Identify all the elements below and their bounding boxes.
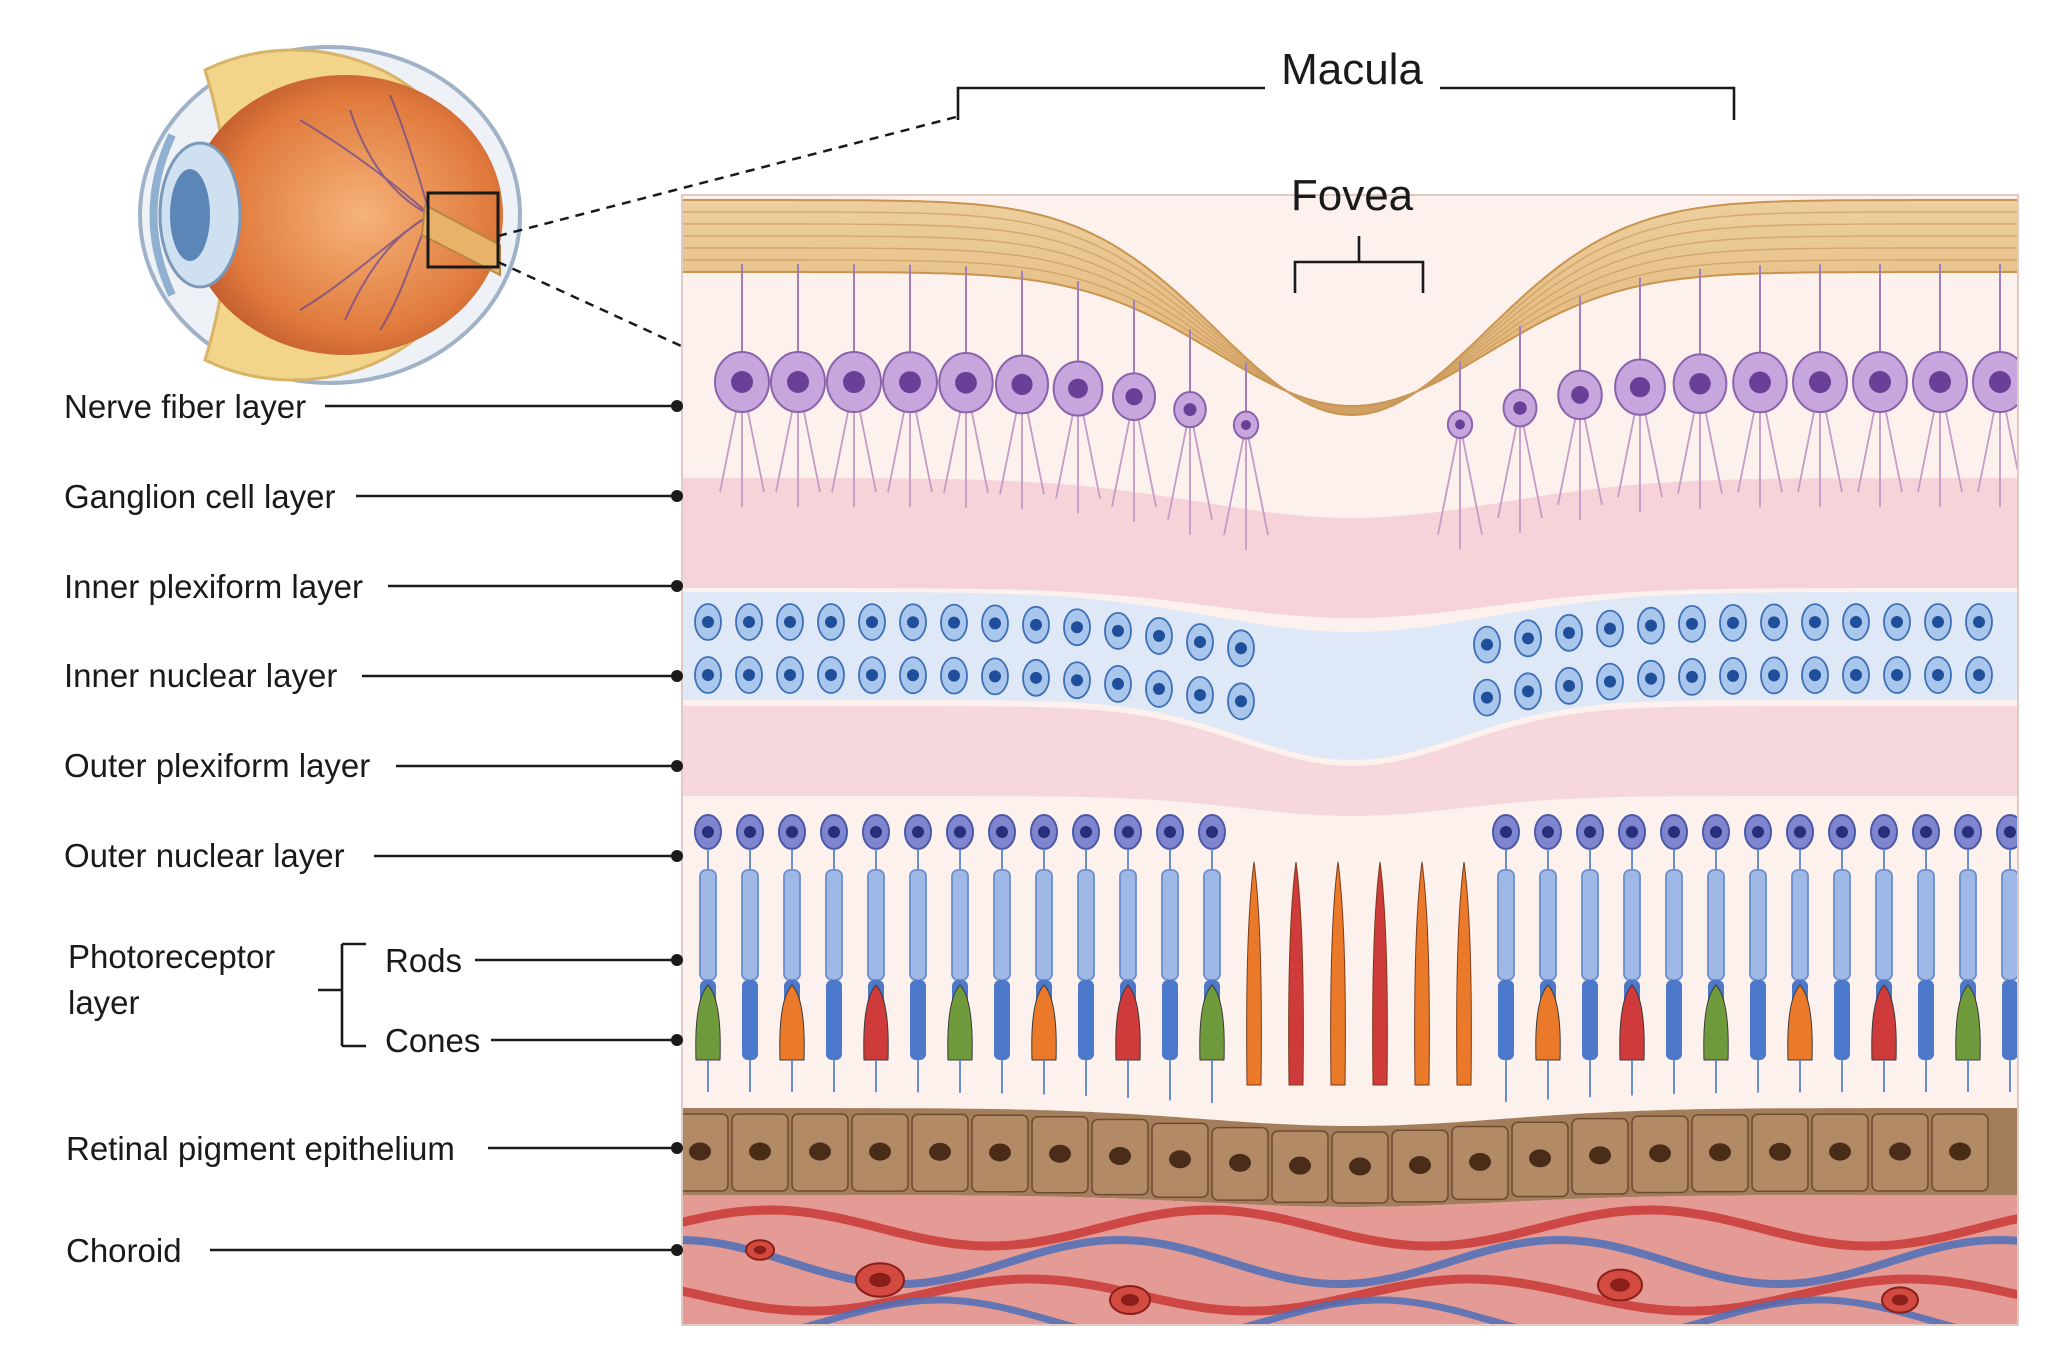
cone-cell <box>1619 984 1645 1061</box>
rod-cell <box>1917 869 1935 981</box>
rod-cell <box>783 869 801 981</box>
foveal-cone <box>1246 861 1262 1086</box>
nerve-fiber-band <box>682 199 2018 417</box>
cone-cell <box>1199 984 1225 1061</box>
fovea-bracket: Fovea <box>1291 171 1425 293</box>
rods-label: Rods <box>385 942 462 979</box>
choroid-artery <box>682 1205 2018 1251</box>
fovea-heading: Fovea <box>1291 171 1414 220</box>
rod-cell <box>1707 869 1725 981</box>
rod-cell <box>993 869 1011 981</box>
rod-cell <box>741 869 759 981</box>
cone-cell <box>1955 984 1981 1061</box>
rod-cell <box>867 869 885 981</box>
rod-cell <box>825 869 843 981</box>
foveal-cone <box>1414 861 1430 1086</box>
rod-cell <box>951 869 969 981</box>
layer-labels: Nerve fiber layer Ganglion cell layer In… <box>64 388 683 1269</box>
inner-plexiform-layer-label: Inner plexiform layer <box>64 568 363 605</box>
cone-cell <box>1787 984 1813 1061</box>
rod-cell <box>1623 869 1641 981</box>
cone-cell <box>779 984 805 1061</box>
rod-cell <box>1791 869 1809 981</box>
ganglion-cell-layer-label: Ganglion cell layer <box>64 478 335 515</box>
eyeball-illustration <box>138 45 961 385</box>
rod-cell <box>909 869 927 981</box>
rod-cell <box>1119 869 1137 981</box>
nerve-fiber-layer-label: Nerve fiber layer <box>64 388 306 425</box>
outer-nuclear-layer-label: Outer nuclear layer <box>64 837 345 874</box>
choroid-band <box>682 1195 2018 1325</box>
photoreceptor-brace <box>318 942 366 1048</box>
choroid-vein <box>798 1296 1961 1325</box>
photoreceptor-label-line2: layer <box>68 984 140 1021</box>
rod-cell <box>1161 869 1179 981</box>
foveal-cone <box>1372 861 1388 1086</box>
retina-cross-section <box>681 194 2019 1326</box>
cone-cell <box>1703 984 1729 1061</box>
photoreceptor-label-line1: Photoreceptor <box>68 938 275 975</box>
outer-plexiform-layer-label: Outer plexiform layer <box>64 747 370 784</box>
foveal-cone <box>1456 861 1472 1086</box>
cone-cell <box>1031 984 1057 1061</box>
rod-cell <box>1497 869 1515 981</box>
cone-cell <box>1535 984 1561 1061</box>
rod-cell <box>1665 869 1683 981</box>
choroid-label: Choroid <box>66 1232 182 1269</box>
cones-label: Cones <box>385 1022 480 1059</box>
cone-cell <box>1115 984 1141 1061</box>
cone-cell <box>947 984 973 1061</box>
rod-cell <box>1077 869 1095 981</box>
inner-plexiform-band <box>682 478 2018 618</box>
rod-cell <box>1875 869 1893 981</box>
cone-cell <box>863 984 889 1061</box>
retinal-pigment-epithelium-label: Retinal pigment epithelium <box>66 1130 455 1167</box>
rod-cell <box>1035 869 1053 981</box>
rod-cell <box>1833 869 1851 981</box>
rod-cell <box>1581 869 1599 981</box>
rod-cell <box>2001 869 2018 981</box>
inner-nuclear-layer-label: Inner nuclear layer <box>64 657 337 694</box>
rod-cell <box>1959 869 1977 981</box>
rod-cell <box>1749 869 1767 981</box>
foveal-cone <box>1288 861 1304 1086</box>
rod-cell <box>699 869 717 981</box>
outer-plexiform-band <box>682 706 2018 816</box>
cone-cell <box>1871 984 1897 1061</box>
macula-heading: Macula <box>1281 45 1423 94</box>
rod-cell <box>1539 869 1557 981</box>
macula-bracket: Macula <box>956 45 1736 120</box>
foveal-cone <box>1330 861 1346 1086</box>
rod-cell <box>1203 869 1221 981</box>
cone-cell <box>695 984 721 1061</box>
